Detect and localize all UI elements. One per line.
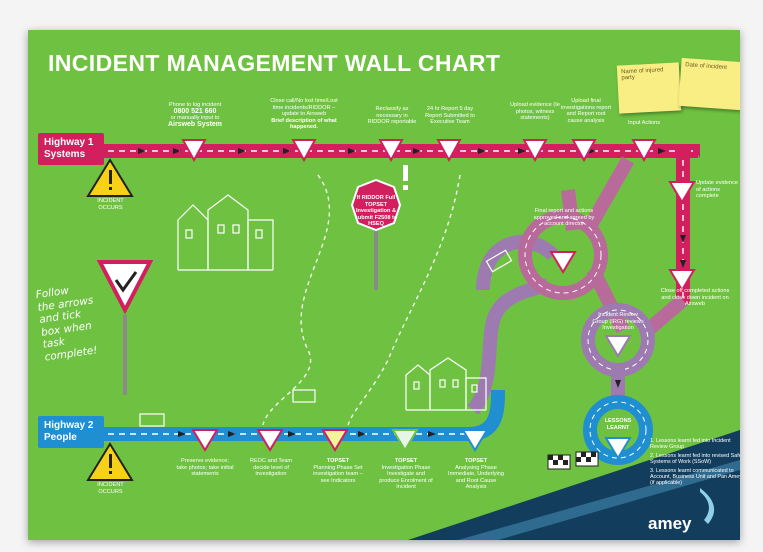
- step-reclassify: Reclassify as necessary in RIDDOR report…: [367, 106, 417, 126]
- sign-post: [123, 315, 127, 395]
- follow-instruction: Follow the arrows and tick box when task…: [35, 284, 99, 364]
- step-upload-report: Upload final investigations report and R…: [560, 98, 612, 124]
- step-close-call: Close call/No lost time/Lost time incide…: [270, 98, 338, 131]
- amey-logo: amey: [648, 514, 692, 533]
- purple-road: [467, 278, 550, 415]
- sticky-note-date: Date of incident: [678, 57, 740, 111]
- amey-logo-swoosh: [700, 488, 715, 524]
- van-icon: [139, 413, 165, 427]
- tick-icon: [114, 271, 138, 293]
- roundabout-final-report-text: Final report and actions approved and ag…: [533, 208, 595, 228]
- page-title: INCIDENT MANAGEMENT WALL CHART: [48, 50, 501, 76]
- lessons-learnt-list: 1. Lessons learnt fed into Incident Revi…: [650, 438, 740, 489]
- step-phone-log: Phone to log incident 0800 521 660 or ma…: [167, 102, 223, 128]
- step-24hr-report: 24 hr Report 5 day Report Submitted to E…: [425, 106, 475, 126]
- lessons-item: 1. Lessons learnt fed into Incident Revi…: [650, 438, 731, 451]
- lessons-item: 2. Lessons learnt fed into revised Safe …: [650, 452, 740, 466]
- step-topset-planning: TOPSET Planning Phase Set investigation …: [313, 458, 363, 484]
- houses-illustration-top: [177, 194, 274, 271]
- roundabout-irg-text: Incident Review Group (IRG) reviews Inve…: [592, 312, 644, 332]
- highway1-subtitle: Systems: [44, 149, 86, 160]
- corner-banner: [408, 430, 740, 540]
- roundabout-lessons-text: LESSONS LEARNT: [604, 418, 632, 431]
- highway1-title: Highway 1: [44, 137, 94, 148]
- step-upload-evidence: Upload evidence (Ie photos, witness stat…: [510, 102, 560, 122]
- roads-layer: [38, 139, 740, 540]
- wall-chart-poster: INCIDENT MANAGEMENT WALL CHART Name of i…: [28, 30, 740, 540]
- car-icon: [485, 249, 513, 273]
- highway1-label: Highway 1 Systems: [38, 133, 104, 165]
- highway2-tick-boxes: [191, 429, 284, 452]
- step-preserve-evidence: Preserve evidence; take photos; take ini…: [176, 458, 234, 478]
- sticky-note-injured-party: Name of injured party: [616, 62, 682, 114]
- step-topset-analysing: TOPSET Analysing Phase Immediate, Underl…: [448, 458, 504, 491]
- corner-stripe: [458, 460, 740, 540]
- highway2-subtitle: People: [44, 432, 77, 443]
- incident-occurs-1: INCIDENT OCCURS: [97, 198, 124, 211]
- step-reoc-decide: REOC and Team decide level of investigat…: [249, 458, 293, 478]
- houses-illustration-bottom: [405, 357, 487, 411]
- incident-occurs-2: INCIDENT OCCURS: [97, 482, 124, 495]
- stop-sign: [350, 178, 402, 232]
- step-close-off: Close off completed actions and close do…: [660, 288, 730, 308]
- lessons-item: 3. Lessons learnt communicated to Accoun…: [650, 467, 740, 487]
- highway1-road: [38, 144, 698, 158]
- highway2-road: [38, 427, 478, 441]
- highway2-title: Highway 2: [44, 420, 94, 431]
- stop-sign-text: If RIDDOR Full TOPSET Investigation & su…: [354, 195, 398, 228]
- truck-icon: [292, 389, 316, 403]
- highway1-tick-boxes: [181, 139, 696, 292]
- step-topset-investigation: TOPSET Investigation Phase Investigate a…: [379, 458, 433, 491]
- highway2-label: Highway 2 People: [38, 416, 104, 448]
- chequered-flags-icon: [547, 451, 599, 470]
- step-input-actions: Input Actions: [627, 120, 661, 126]
- step-update-evidence: Update evidence of actions complete: [696, 180, 738, 200]
